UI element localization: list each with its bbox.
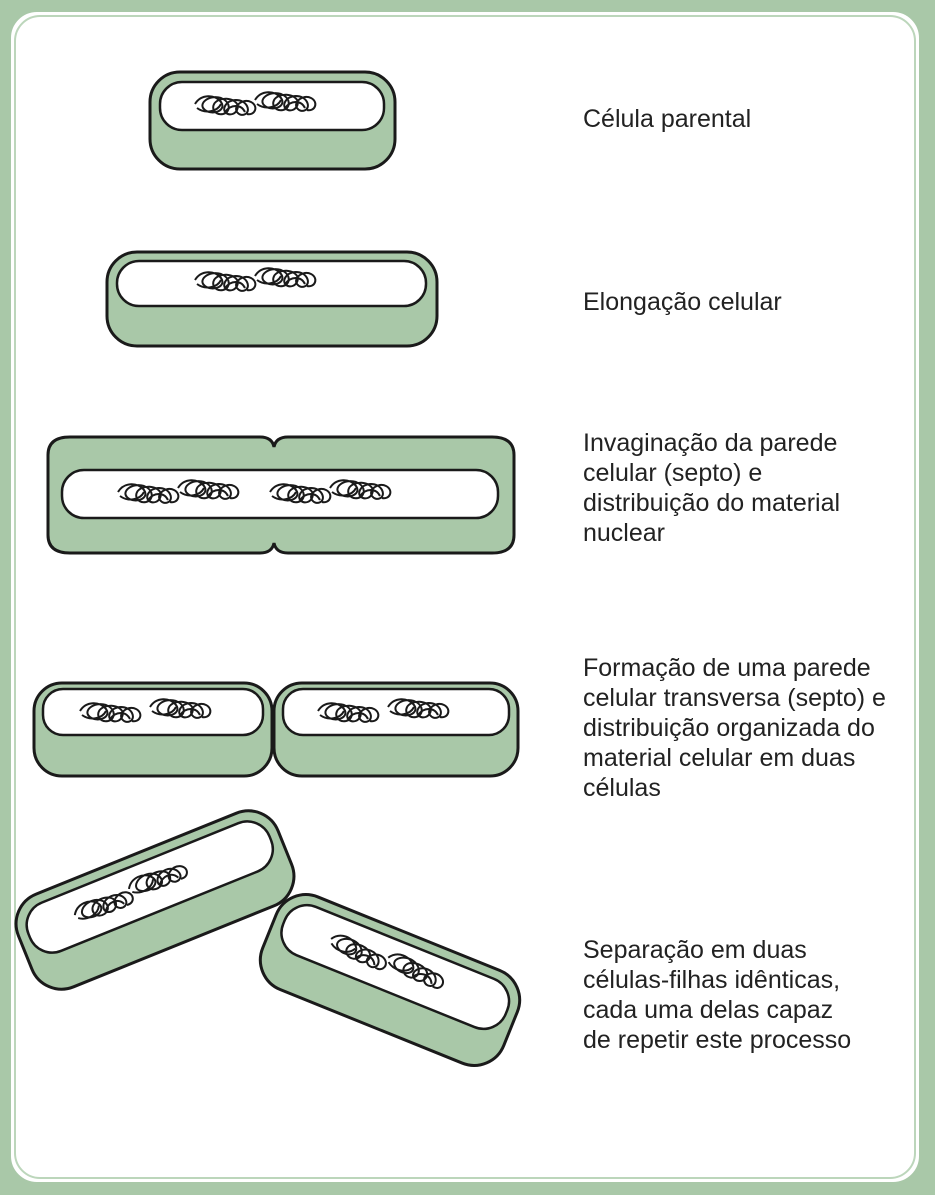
step-3-label: Invaginação da parede celular (septo) e … xyxy=(583,429,841,547)
elongated-cell xyxy=(105,250,439,348)
step-5-label: Separação em duas células-filhas idêntic… xyxy=(583,936,852,1054)
step-1-label: Célula parental xyxy=(583,105,752,133)
septum-formed-cells xyxy=(32,681,520,778)
daughter-cell-right xyxy=(258,893,522,1067)
step-2-label: Elongação celular xyxy=(583,288,782,316)
daughter-cell-left xyxy=(14,809,296,991)
invaginating-cell xyxy=(46,435,516,555)
parent-cell xyxy=(148,70,397,171)
step-4-label: Formação de uma parede celular transvers… xyxy=(583,654,886,802)
